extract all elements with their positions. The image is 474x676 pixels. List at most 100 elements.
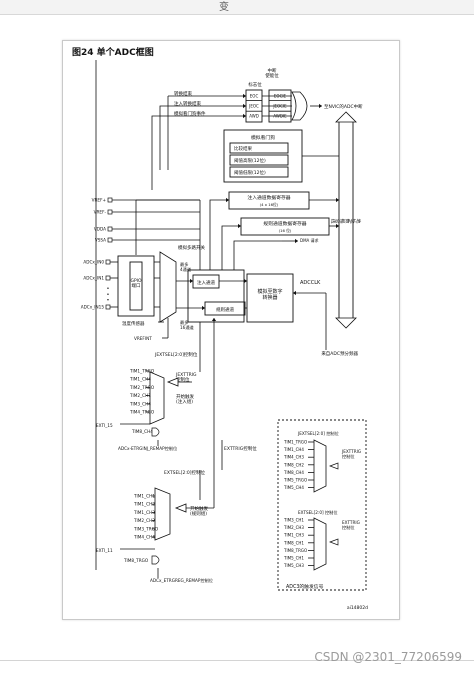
app-toolbar: 变 (0, 0, 474, 15)
adc3-inj-trigger-tim1_ch4: TIM1_CH4 (283, 447, 304, 452)
arrowhead (319, 103, 322, 109)
flag-eoc: EOC (250, 94, 259, 99)
adc3-reg-trigger-tim5_ch1: TIM5_CH1 (283, 556, 304, 561)
adc-converter-box (246, 273, 294, 323)
jextsel-label: JEXTSEL[2:0]控制位 (154, 351, 198, 358)
inj-remap-gate (151, 427, 160, 437)
adc3-inj-trigger-tim5_trgo: TIM5_TRGO (283, 478, 307, 483)
exttrig-switch (174, 503, 187, 513)
adc3-reg-trigger-tim2_ch3: TIM2_CH3 (283, 525, 304, 530)
regular-channel-box (204, 301, 246, 316)
injected-channel-label: 注入通道 (197, 279, 215, 286)
watchdog-title: 模拟看门狗 (251, 134, 275, 141)
exti15-label: EXTI_15 (96, 423, 113, 428)
interrupt-input-2: 模拟看门狗事件 (174, 110, 206, 117)
injected-data-register (228, 191, 310, 210)
regular-register-sub: (16 位) (279, 228, 292, 233)
inj-trigger-tim1_trgo: TIM1_TRGO (129, 369, 155, 374)
pin-adcxin1: ADCx_IN1 (83, 276, 104, 281)
toolbar-partial-glyph: 变 (219, 2, 229, 13)
nvic-interrupt-label: 至NVIC的ADC中断 (324, 103, 363, 110)
reg-trigger-tim1_ch2: TIM1_CH2 (133, 502, 155, 507)
pin-pad (105, 304, 111, 310)
adc3-exttrig-switch (329, 538, 339, 546)
wire (151, 115, 168, 190)
channel-group-frame (187, 269, 245, 323)
arrowhead (243, 113, 246, 119)
or-gate (291, 91, 308, 121)
pin-adcxin15: ADCx_IN15 (81, 305, 105, 310)
interrupt-enable-header: 中断使能位 (265, 67, 279, 79)
start-regular-label: 开始触发(规则组) (190, 505, 208, 517)
arrowhead (295, 238, 298, 244)
arrowhead (244, 278, 247, 284)
figure-code-label: ai14802d (347, 605, 368, 611)
injected-trigger-mux (149, 371, 165, 425)
pin-pad (107, 226, 113, 232)
reg-trigger-tim4_ch4: TIM4_CH4 (133, 535, 155, 540)
gpio-inner (129, 261, 143, 311)
arrowhead (336, 197, 339, 203)
arrowhead (293, 290, 296, 296)
watchdog-row-1 (229, 154, 289, 166)
extsel-label: EXTSEL[2:0]控制位 (164, 469, 206, 476)
adc-converter-label: 模拟至数字转换器 (257, 288, 282, 301)
start-injected-label: 开始触发(注入组) (176, 393, 194, 405)
adc3-inj-trigger-tim8_ch2: TIM8_CH2 (283, 462, 304, 467)
adc3-reg-trigger-tim1_ch3: TIM1_CH3 (283, 533, 304, 538)
interrupt-input-1: 注入转换结束 (174, 100, 201, 107)
pin-pad (105, 275, 111, 281)
adc3-inj-trigger-tim8_ch4: TIM8_CH4 (283, 470, 304, 475)
injected-channel-box (192, 274, 220, 289)
reg-trigger-tim1_ch1: TIM1_CH1 (133, 494, 155, 499)
wire (209, 199, 229, 270)
pin-vssa: VSSA (95, 238, 106, 243)
regular-trigger-mux (154, 487, 171, 541)
pin-pad (105, 259, 111, 265)
pin-vref: VREF- (94, 210, 107, 215)
tim8-ch4-label: TIM8_CH4 (131, 429, 153, 434)
adcclk-label: ADCCLK (300, 280, 321, 286)
interrupt-input-0: 转换结束 (174, 90, 192, 97)
watchdog-row-2 (229, 166, 289, 178)
dma-request-label: DMA 请求 (300, 237, 319, 243)
arrowhead (190, 278, 193, 284)
injected-register-title: 注入通道数据寄存器 (247, 194, 290, 201)
watchdog-row-0 (229, 142, 289, 154)
regular-register-title: 规则通道数据寄存器 (263, 220, 306, 227)
pin-pad (107, 209, 113, 215)
adc3-jextsel-label: JEXTSEL[2:0] 控制位 (297, 430, 339, 437)
pin-adcxin0: ADCx_IN0 (83, 260, 104, 265)
bus-arrow-bottom (335, 317, 357, 329)
arrowhead (243, 103, 246, 109)
adc3-caption: ADC3的触发信号 (286, 583, 324, 590)
bus-label: 地址/数据总线 (330, 218, 362, 224)
inj-trigger-tim2_trgo: TIM2_TRGO (129, 385, 155, 390)
adc3-extsel-label: EXTSEL[2:0] 控制位 (298, 509, 338, 516)
injected-register-sub: (4 x 16位) (260, 202, 279, 207)
mux-label: 模拟多路开关 (178, 244, 205, 251)
regular-channel-label: 规则通道 (216, 306, 234, 313)
adc3-reg-trigger-tim8_trgo: TIM8_TRGO (283, 548, 307, 553)
flag-label: 标志位 (248, 81, 262, 88)
prescaler-label: 来自ADC预分频器 (321, 350, 358, 357)
reg-remap-gate (151, 555, 160, 565)
arrowhead (238, 223, 241, 229)
tim8-trgo-label: TIM8_TRGO (123, 558, 149, 563)
pin-pad (107, 237, 113, 243)
adc3-inj-mux (313, 439, 327, 493)
adc3-reg-trigger-tim3_ch1: TIM3_CH1 (283, 518, 304, 523)
vrefint-label: VREFINT (134, 336, 152, 341)
arrowhead (243, 93, 246, 99)
exttrig-control-label: EXTTRIG控制位 (224, 445, 257, 452)
regular-data-register (240, 217, 330, 236)
adc3-jextrig-switch (329, 462, 339, 470)
watermark: CSDN @2301_77206599 (314, 650, 462, 664)
jextrig-switch (166, 377, 179, 387)
inj-trigger-tim4_trgo: TIM4_TRGO (129, 410, 155, 415)
